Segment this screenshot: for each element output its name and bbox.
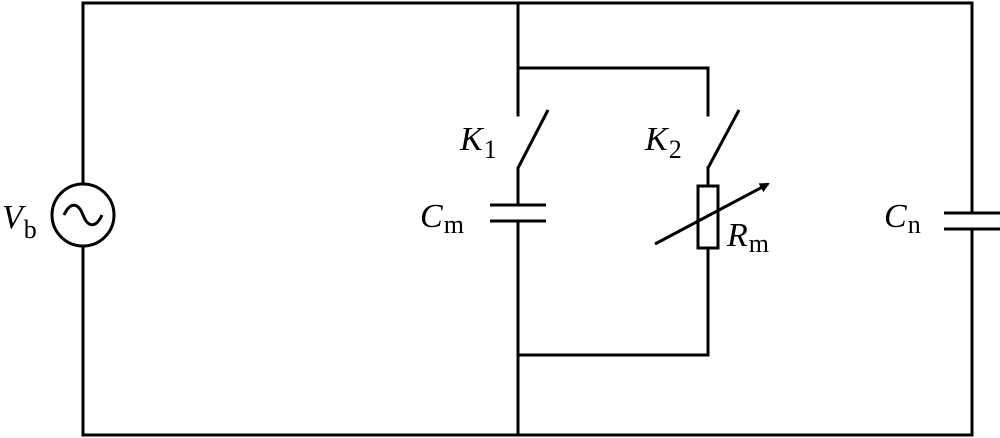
switch-k2-label: K2: [644, 121, 682, 164]
switch-k2-icon: [706, 109, 741, 169]
switch-k1-label: K1: [459, 121, 497, 164]
outer-loop-wires: [81, 1, 974, 437]
middle-branch-wires: [516, 1, 710, 437]
capacitor-cm-icon: [490, 203, 546, 223]
capacitor-cn-icon: [944, 211, 1000, 231]
resistor-rm-label: Rm: [726, 217, 769, 258]
source-label: Vb: [2, 199, 37, 244]
variable-resistor-rm-icon: [654, 182, 770, 250]
capacitor-cm-label: Cm: [420, 198, 464, 239]
capacitor-cn-label: Cn: [884, 198, 921, 239]
switch-k1-icon: [516, 109, 550, 169]
ac-source-icon: [50, 182, 116, 248]
